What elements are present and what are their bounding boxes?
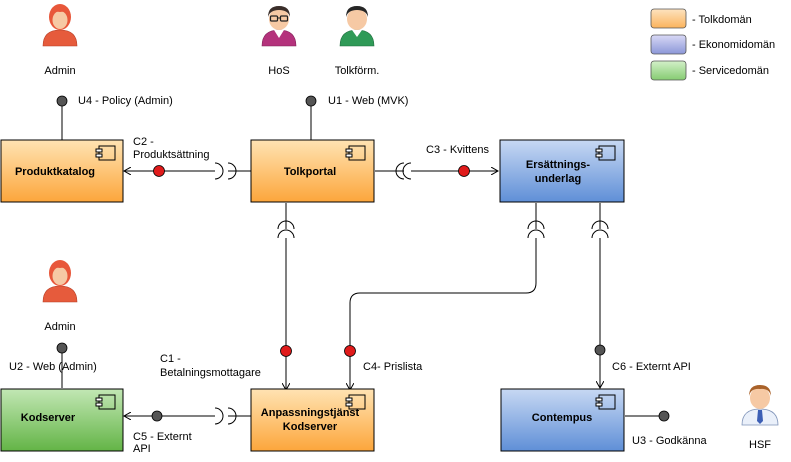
interface-c4-dot <box>344 345 356 357</box>
person-with-glasses-icon <box>261 5 297 47</box>
socket-c5 <box>214 407 224 425</box>
actor-label: HoS <box>268 65 289 77</box>
component-ersattningsunderlag: Ersättnings- underlag <box>499 139 625 203</box>
component-label: Tolkportal <box>284 166 336 178</box>
hsf-actor: HSF <box>741 384 779 451</box>
actor-label: Tolkförm. <box>335 65 380 77</box>
socket-c3 <box>402 162 412 180</box>
interface-c1-label: Betalningsmottagare <box>160 367 261 379</box>
socket-c1 <box>277 220 295 230</box>
socket-c1 <box>277 229 295 239</box>
socket-c6 <box>591 220 609 230</box>
component-kodserver: Kodserver <box>0 388 124 452</box>
person-with-tie-icon <box>741 384 779 426</box>
socket-c4 <box>527 229 545 239</box>
socket-c5 <box>227 407 237 425</box>
interface-dots <box>56 95 670 422</box>
interface-c5-label: API <box>133 443 151 455</box>
legend-item-tolk: - Tolkdomän <box>650 8 752 29</box>
interface-c2-label: Produktsättning <box>133 149 209 161</box>
component-tolkportal: Tolkportal <box>250 139 375 203</box>
admin-top-actor: Admin <box>42 3 78 77</box>
interface-c1-dot <box>280 345 292 357</box>
actor-label: Admin <box>44 65 75 77</box>
interface-c4-label: C4- Prislista <box>363 361 423 373</box>
admin-left-actor: Admin <box>42 259 78 333</box>
legend-item-service: - Servicedomän <box>650 60 769 81</box>
person-icon <box>42 3 78 47</box>
legend-item-ekonomi: - Ekonomidomän <box>650 34 775 55</box>
interface-c3-label: C3 - Kvittens <box>426 144 489 156</box>
interface-u1-label: U1 - Web (MVK) <box>328 95 408 107</box>
component-label: Anpassningstjänst <box>261 407 360 419</box>
component-anpassningstjanst: Anpassningstjänst Kodserver <box>250 388 375 452</box>
socket-c2 <box>227 162 237 180</box>
person-icon <box>339 5 375 47</box>
tolkform-actor: Tolkförm. <box>335 5 380 77</box>
interface-u4-label: U4 - Policy (Admin) <box>78 95 173 107</box>
interface-c3-dot <box>458 165 470 177</box>
component-contempus: Contempus <box>500 388 625 452</box>
interface-c1-label: C1 - <box>160 353 181 365</box>
interface-u2-label: U2 - Web (Admin) <box>9 361 97 373</box>
interface-c5-dot <box>151 410 163 422</box>
sockets <box>214 162 609 425</box>
component-produktkatalog: Produktkatalog <box>0 139 124 203</box>
component-label: Produktkatalog <box>15 166 95 178</box>
interface-u2-dot <box>56 342 68 354</box>
connectors <box>61 106 662 416</box>
interface-c2-dot <box>153 165 165 177</box>
legend-label: - Tolkdomän <box>692 14 752 26</box>
person-icon <box>42 259 78 303</box>
interface-u3-dot <box>658 410 670 422</box>
hos-actor: HoS <box>261 5 297 77</box>
socket-c2 <box>214 162 224 180</box>
interface-c6-dot <box>594 344 606 356</box>
interface-c6-label: C6 - Externt API <box>612 361 691 373</box>
socket-c4 <box>527 220 545 230</box>
interface-labels: U4 - Policy (Admin) U1 - Web (MVK) C2 - … <box>9 95 707 455</box>
actor-label: Admin <box>44 321 75 333</box>
interface-c5-label: C5 - Externt <box>133 431 192 443</box>
interface-u4-dot <box>56 95 68 107</box>
component-label: underlag <box>535 173 581 185</box>
interface-u1-dot <box>305 95 317 107</box>
component-label: Kodserver <box>283 421 338 433</box>
legend: - Tolkdomän - Ekonomidomän - Servicedomä… <box>650 8 775 81</box>
component-label: Kodserver <box>21 412 76 424</box>
socket-c3 <box>395 162 405 180</box>
legend-label: - Servicedomän <box>692 65 769 77</box>
socket-c6 <box>591 229 609 239</box>
component-label: Ersättnings- <box>526 159 591 171</box>
actor-label: HSF <box>749 439 771 451</box>
component-label: Contempus <box>532 412 593 424</box>
interface-c2-label: C2 - <box>133 136 154 148</box>
legend-label: - Ekonomidomän <box>692 39 775 51</box>
interface-u3-label: U3 - Godkänna <box>632 435 707 447</box>
